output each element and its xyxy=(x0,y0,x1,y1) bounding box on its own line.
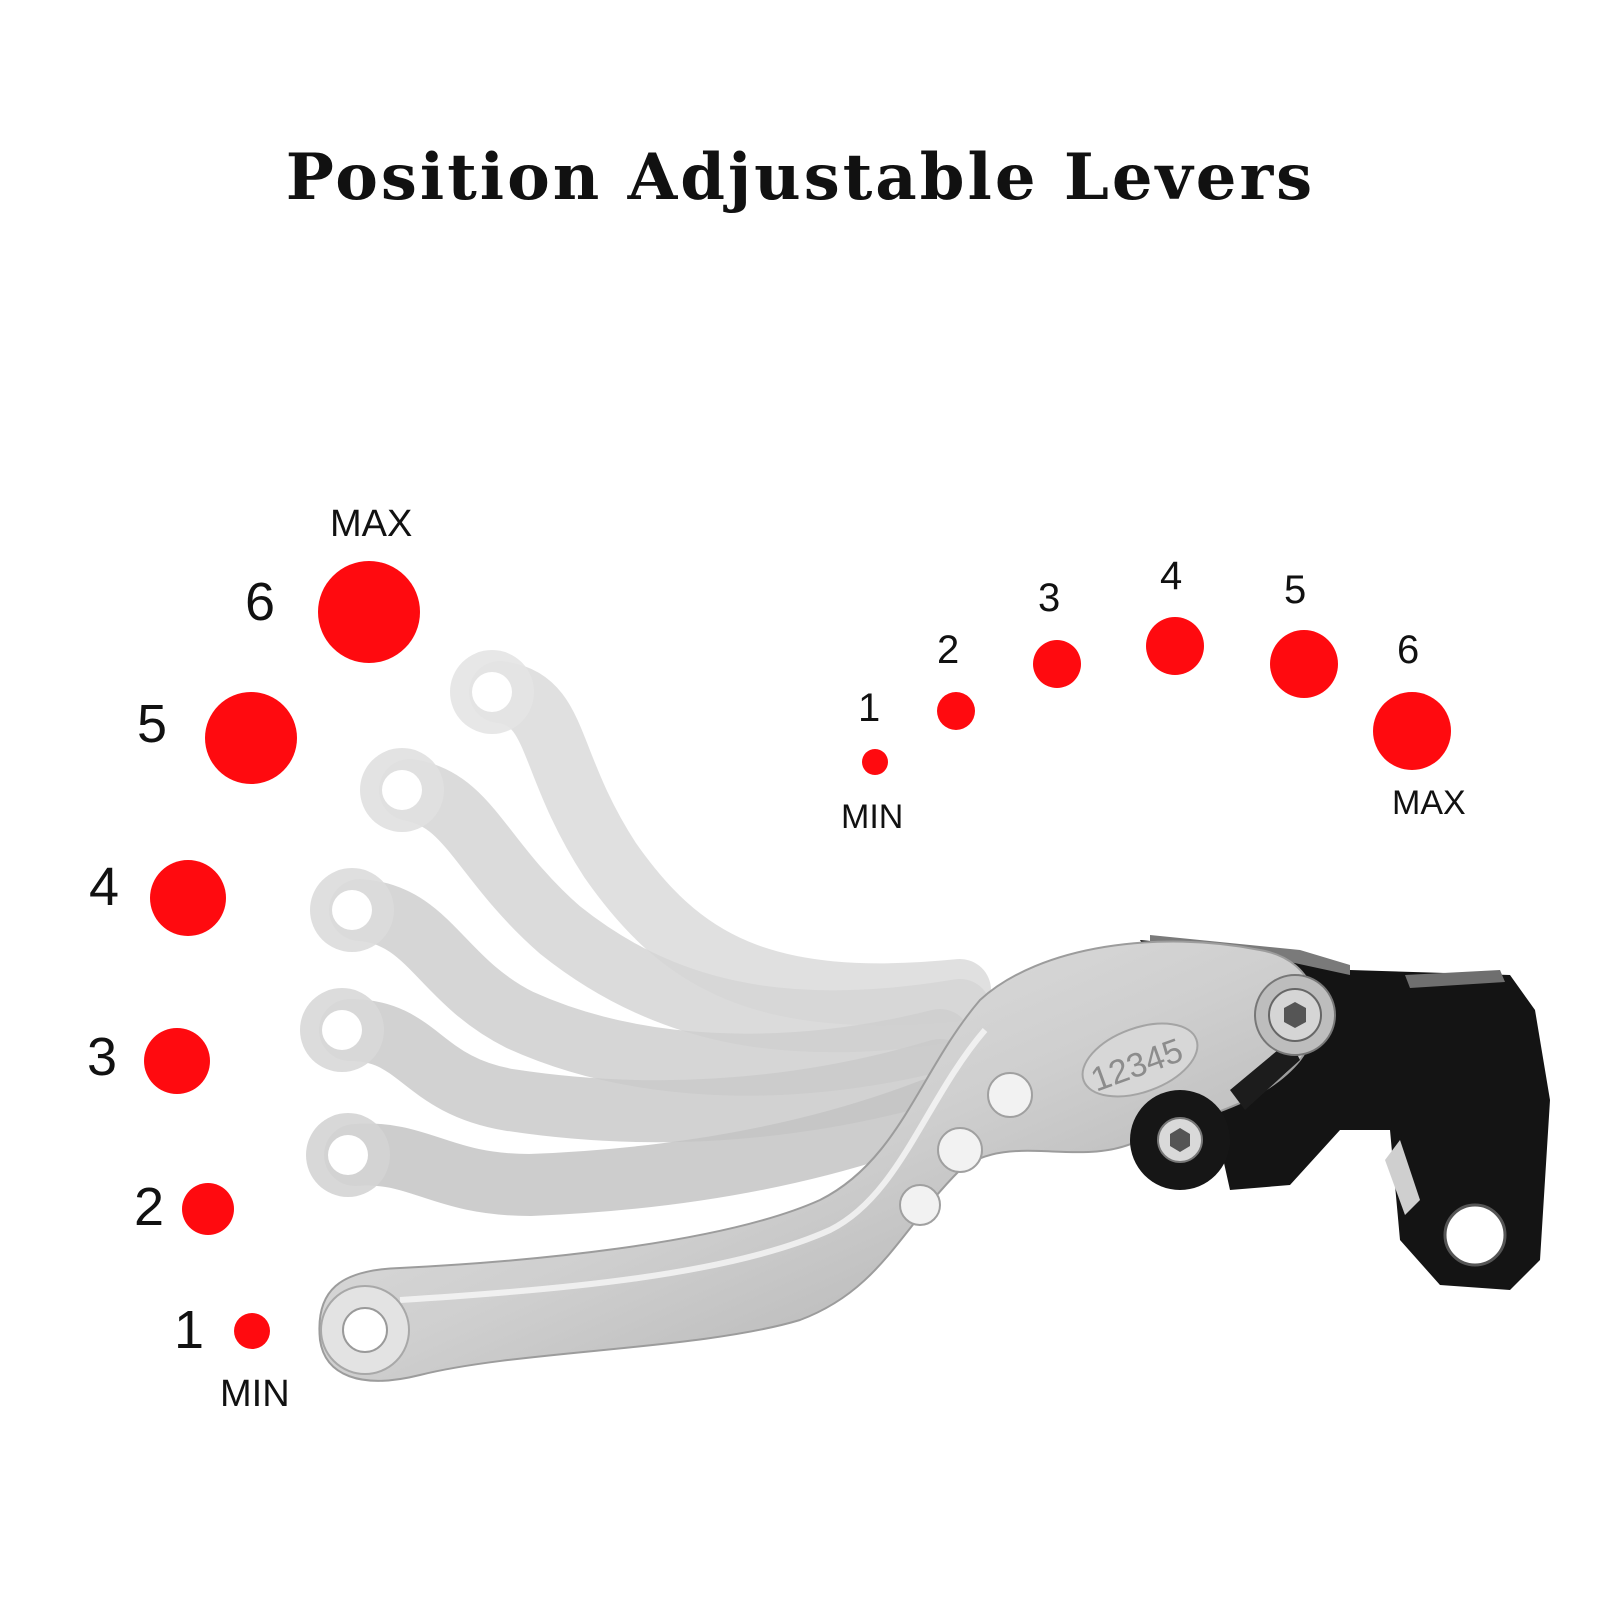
right-position-2-dot xyxy=(937,692,975,730)
left-position-3-dot xyxy=(144,1028,210,1094)
right-position-5-dot xyxy=(1270,630,1338,698)
left-position-4-dot xyxy=(150,860,226,936)
right-max-label: MAX xyxy=(1392,784,1466,822)
right-position-1-dot xyxy=(862,749,888,775)
left-position-6-dot xyxy=(318,561,420,663)
left-position-3-label: 3 xyxy=(87,1027,118,1087)
right-position-1-label: 1 xyxy=(858,686,881,730)
left-position-2-dot xyxy=(182,1183,234,1235)
right-position-5-label: 5 xyxy=(1284,568,1307,612)
hex-bolt-icon xyxy=(1170,1128,1190,1152)
right-position-2-label: 2 xyxy=(937,628,960,672)
hex-bolt-icon xyxy=(1284,1002,1306,1028)
lever-ghost-icon xyxy=(300,988,971,1143)
right-position-3-label: 3 xyxy=(1038,576,1061,620)
left-min-label: MIN xyxy=(220,1373,290,1415)
lever-ghost-icon xyxy=(306,1079,961,1216)
right-position-3-dot xyxy=(1033,640,1081,688)
right-position-6-dot xyxy=(1373,692,1451,770)
lever-ghost-icon xyxy=(310,868,971,1096)
left-position-5-dot xyxy=(205,692,297,784)
page-title: Position Adjustable Levers xyxy=(285,140,1316,215)
left-position-6-label: 6 xyxy=(245,572,276,632)
left-position-1-label: 1 xyxy=(174,1300,205,1360)
pivot-assembly xyxy=(1130,974,1336,1190)
right-position-4-label: 4 xyxy=(1160,554,1183,598)
lever-ghost-icon xyxy=(360,748,991,1053)
right-min-label: MIN xyxy=(841,798,904,836)
left-position-5-label: 5 xyxy=(137,694,168,754)
left-position-1-dot xyxy=(234,1313,270,1349)
left-max-label: MAX xyxy=(330,503,413,545)
right-position-6-label: 6 xyxy=(1397,628,1420,672)
right-position-4-dot xyxy=(1146,617,1204,675)
left-position-2-label: 2 xyxy=(134,1177,165,1237)
left-position-4-label: 4 xyxy=(89,857,120,917)
